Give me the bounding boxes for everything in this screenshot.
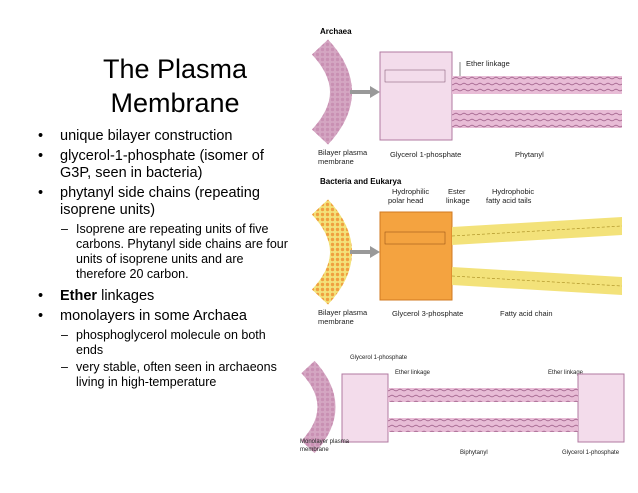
hydrophilic-label-2: polar head xyxy=(388,196,423,205)
bullet-text: phytanyl side chains (repeating isoprene… xyxy=(60,185,260,218)
ester-label-2: linkage xyxy=(446,196,470,205)
biphytanyl-label: Biphytanyl xyxy=(460,450,488,456)
monolayer-label-1: Monolayer plasma xyxy=(300,439,350,445)
bacteria-heading: Bacteria and Eukarya xyxy=(320,177,402,186)
bullet-bold-text: Ether xyxy=(60,288,98,304)
bullet-text: monolayers in some Archaea xyxy=(60,308,247,324)
sub-bullet-item: –Isoprene are repeating units of five ca… xyxy=(61,222,288,281)
slide-title: The Plasma Membrane xyxy=(95,52,255,120)
bullet-item: •unique bilayer construction xyxy=(38,128,233,144)
ester-label-1: Ester xyxy=(448,187,466,196)
archaea-membrane-curve-icon xyxy=(311,39,352,145)
sub-bullet-text: very stable, often seen in archaeons liv… xyxy=(76,360,277,389)
bilayer-label-1: Bilayer plasma xyxy=(318,148,368,157)
bullet-text: linkages xyxy=(97,288,155,304)
arrow-head-icon xyxy=(370,246,380,258)
mono-ether-label-right: Ether linkage xyxy=(548,370,584,376)
hydrophobic-label-2: fatty acid tails xyxy=(486,196,532,205)
bullet-text: unique bilayer construction xyxy=(60,128,233,144)
ether-linkage-label: Ether linkage xyxy=(466,59,510,68)
mono-glycerol-label: Glycerol 1-phosphate xyxy=(350,355,408,361)
glycerol-1-phosphate-label: Glycerol 1-phosphate xyxy=(390,150,461,159)
mono-left-glycerol xyxy=(341,373,389,443)
bilayer-label-2: membrane xyxy=(318,157,354,166)
archaea-heading: Archaea xyxy=(320,27,352,36)
phytanyl-label: Phytanyl xyxy=(515,150,544,159)
glycerol-3-phosphate-label: Glycerol 3-phosphate xyxy=(392,309,463,318)
bullet-list: •unique bilayer construction •glycerol-1… xyxy=(38,128,293,392)
glycerol-1-phosphate-right-label: Glycerol 1-phosphate xyxy=(562,450,620,456)
bacteria-glycerol-panel xyxy=(379,211,453,301)
sub-bullet-text: phosphoglycerol molecule on both ends xyxy=(76,328,266,357)
mono-ether-label-left: Ether linkage xyxy=(395,370,431,376)
hydrophilic-label-1: Hydrophilic xyxy=(392,187,429,196)
bilayer-label-2: membrane xyxy=(318,317,354,326)
hydrophobic-label-1: Hydrophobic xyxy=(492,187,534,196)
sub-bullet-text: Isoprene are repeating units of five car… xyxy=(76,222,288,281)
bacteria-membrane-curve-icon xyxy=(311,199,352,305)
membrane-figure: Archaea Ether linkage Bilayer plasma mem… xyxy=(300,27,625,456)
monolayer-label-2: membrane xyxy=(300,447,329,453)
bullet-item: •glycerol-1-phosphate (isomer of G3P, se… xyxy=(38,148,264,181)
fatty-acid-chain-label: Fatty acid chain xyxy=(500,309,553,318)
archaea-glycerol-panel xyxy=(379,51,453,141)
bilayer-label-1: Bilayer plasma xyxy=(318,308,368,317)
bullet-text: glycerol-1-phosphate (isomer of G3P, see… xyxy=(60,148,264,181)
bullet-item: •phytanyl side chains (repeating isopren… xyxy=(38,185,260,218)
bullet-item: •monolayers in some Archaea xyxy=(38,308,247,324)
mono-right-glycerol xyxy=(577,373,625,443)
sub-bullet-item: –very stable, often seen in archaeons li… xyxy=(61,360,277,389)
title-line-2: Membrane xyxy=(110,88,240,118)
sub-bullet-item: –phosphoglycerol molecule on both ends xyxy=(61,328,266,357)
title-line-1: The Plasma xyxy=(102,54,248,84)
arrow-head-icon xyxy=(370,86,380,98)
bullet-item: •Ether linkages xyxy=(38,288,155,304)
monolayer-curve-icon xyxy=(301,360,336,454)
